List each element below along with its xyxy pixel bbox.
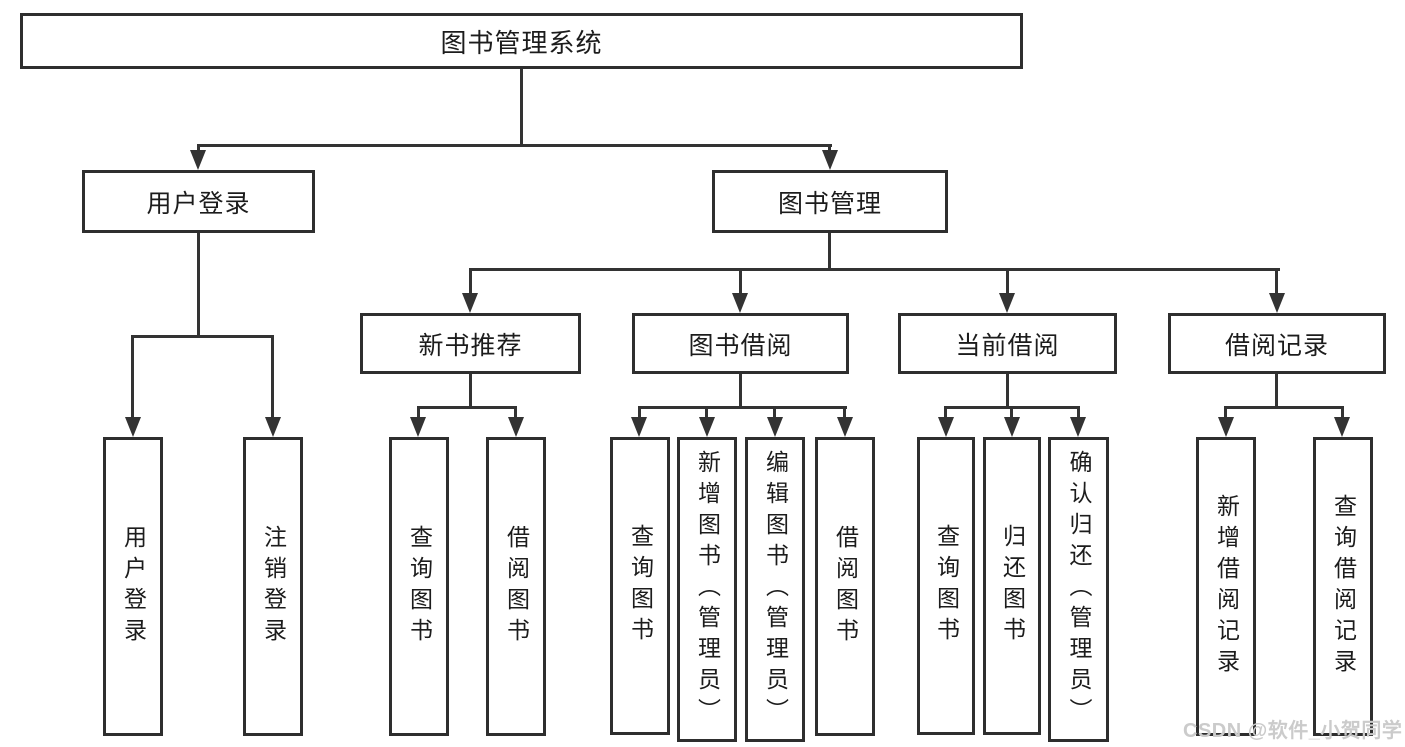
leaf-query-books-recommend: 查询图书 (389, 437, 449, 736)
arrowhead-icon (837, 417, 853, 437)
node-label: 新增图书（管理员） (694, 450, 721, 729)
connector-line (197, 144, 832, 147)
connector-line (739, 373, 742, 406)
connector-line (197, 233, 200, 335)
node-label: 新增借阅记录 (1213, 493, 1240, 680)
leaf-add-borrow-record: 新增借阅记录 (1196, 437, 1256, 736)
connector-line (469, 268, 1280, 271)
connector-line (197, 144, 200, 153)
connector-line (1006, 373, 1009, 406)
leaf-borrow-books: 借阅图书 (815, 437, 875, 736)
node-label: 图书借阅 (688, 331, 793, 360)
connector-line (417, 406, 420, 419)
node-label: 查询图书 (406, 524, 433, 649)
node-label: 借阅记录 (1224, 331, 1329, 360)
arrowhead-icon (508, 417, 524, 437)
arrowhead-icon (699, 417, 715, 437)
connector-line (739, 268, 742, 294)
node-label: 新书推荐 (418, 331, 523, 360)
connector-line (271, 335, 274, 419)
connector-line (131, 335, 134, 419)
arrowhead-icon (732, 293, 748, 313)
node-label: 编辑图书（管理员） (762, 450, 789, 729)
connector-line (944, 406, 947, 419)
leaf-borrow-books-recommend: 借阅图书 (486, 437, 546, 736)
arrowhead-icon (822, 150, 838, 170)
node-label: 确认归还（管理员） (1066, 450, 1092, 729)
node-label: 归还图书 (999, 524, 1026, 648)
arrowhead-icon (125, 417, 141, 437)
node-label: 注销登录 (260, 524, 287, 649)
connector-line (417, 406, 517, 409)
connector-line (1006, 268, 1009, 294)
arrowhead-icon (462, 293, 478, 313)
arrowhead-icon (1269, 293, 1285, 313)
node-label: 查询图书 (627, 524, 654, 648)
connector-line (1077, 406, 1080, 419)
node-label: 用户登录 (146, 189, 251, 218)
node-label: 查询借阅记录 (1330, 493, 1357, 680)
connector-line (1010, 406, 1013, 419)
leaf-query-books-borrow: 查询图书 (610, 437, 670, 735)
connector-line (469, 268, 472, 294)
node-user-login: 用户登录 (82, 170, 315, 233)
leaf-logout: 注销登录 (243, 437, 303, 736)
arrowhead-icon (1218, 417, 1234, 437)
connector-line (638, 406, 847, 409)
connector-line (843, 406, 846, 419)
connector-line (828, 233, 831, 268)
node-book-management: 图书管理 (712, 170, 948, 233)
connector-line (469, 373, 472, 406)
node-label: 图书管理系统 (440, 27, 603, 58)
csdn-watermark: CSDN @软件_小贺同学 (1183, 720, 1403, 742)
arrowhead-icon (999, 293, 1015, 313)
arrowhead-icon (1004, 417, 1020, 437)
leaf-add-book-admin: 新增图书（管理员） (677, 437, 737, 742)
arrowhead-icon (938, 417, 954, 437)
arrowhead-icon (265, 417, 281, 437)
leaf-query-books-current: 查询图书 (917, 437, 975, 735)
connector-line (705, 406, 708, 419)
node-label: 查询图书 (933, 524, 960, 648)
node-label: 借阅图书 (832, 524, 859, 649)
arrowhead-icon (190, 150, 206, 170)
node-label: 借阅图书 (503, 524, 530, 649)
connector-line (520, 68, 523, 144)
leaf-return-books: 归还图书 (983, 437, 1041, 735)
node-current-borrow: 当前借阅 (898, 313, 1117, 374)
arrowhead-icon (631, 417, 647, 437)
node-borrow-records: 借阅记录 (1168, 313, 1386, 374)
node-label: 用户登录 (120, 524, 147, 649)
arrowhead-icon (1070, 417, 1086, 437)
leaf-query-borrow-record: 查询借阅记录 (1313, 437, 1373, 736)
connector-line (1275, 268, 1278, 294)
connector-line (1224, 406, 1344, 409)
node-new-book-recommend: 新书推荐 (360, 313, 581, 374)
arrowhead-icon (1334, 417, 1350, 437)
node-label: 当前借阅 (955, 331, 1060, 360)
node-label: 图书管理 (777, 189, 882, 218)
arrowhead-icon (410, 417, 426, 437)
connector-line (1341, 406, 1344, 419)
connector-line (514, 406, 517, 419)
node-book-borrow: 图书借阅 (632, 313, 849, 374)
connector-line (828, 144, 831, 153)
connector-line (773, 406, 776, 419)
connector-line (638, 406, 641, 419)
leaf-edit-book-admin: 编辑图书（管理员） (745, 437, 805, 742)
leaf-confirm-return-admin: 确认归还（管理员） (1048, 437, 1109, 742)
arrowhead-icon (767, 417, 783, 437)
connector-line (131, 335, 274, 338)
connector-line (1224, 406, 1227, 419)
connector-line (1275, 373, 1278, 406)
node-library-management-system: 图书管理系统 (20, 13, 1023, 69)
leaf-user-login: 用户登录 (103, 437, 163, 736)
